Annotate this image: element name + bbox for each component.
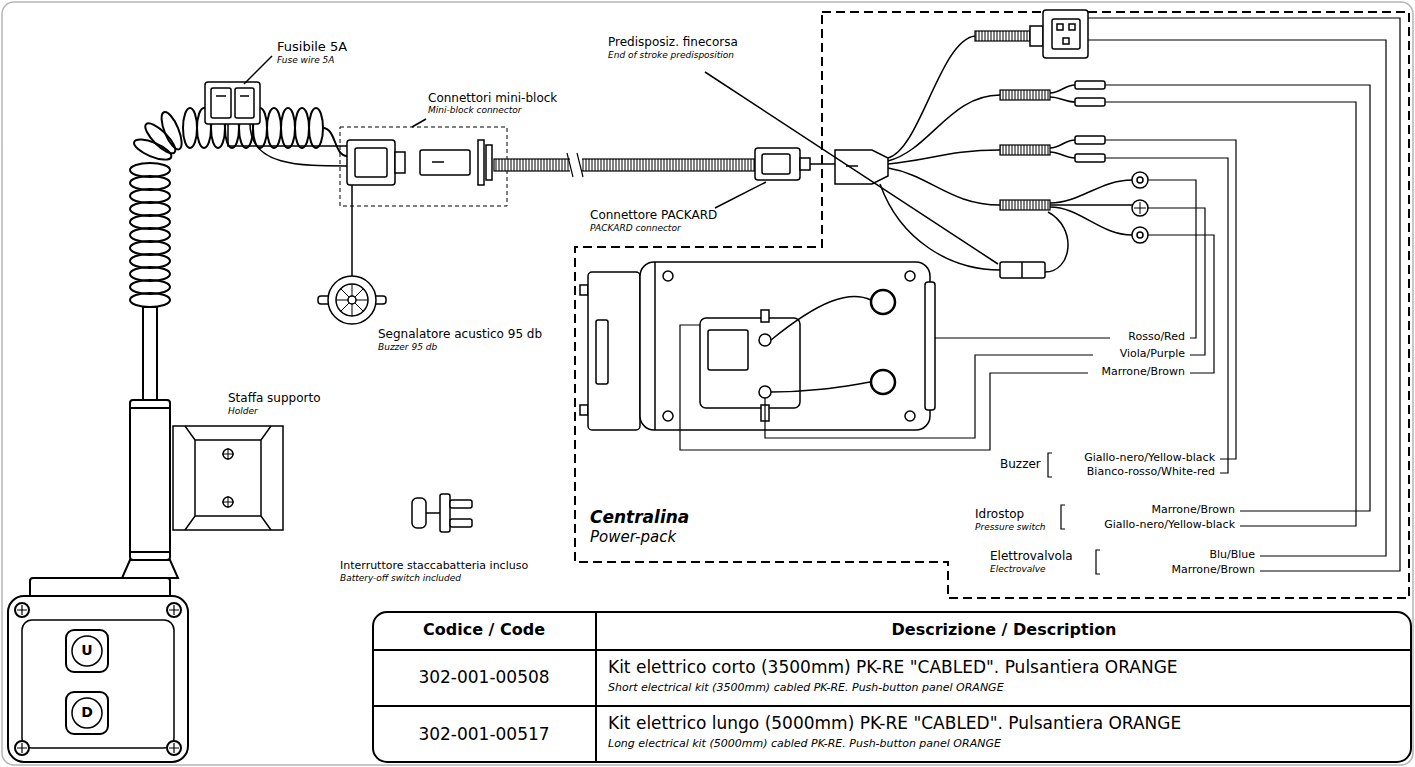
part-label: Fusibile 5A [277,40,347,54]
packard-connector [715,148,888,208]
part-label: Interruttore staccabatteria incluso [340,560,528,572]
wire-color-label: Giallo-nero/Yellow-black [1084,452,1215,464]
wire-color-label: Marrone/Brown [1151,504,1235,516]
part-label-en: Holder [228,407,258,417]
power-pack-region [575,12,1409,598]
group-title-en: Power-pack [590,529,676,546]
part-label-en: PACKARD connector [590,224,681,234]
holder-bracket [173,426,283,530]
wire-color-label: Viola/Purple [1120,348,1185,360]
part-label-en: Mini-block connector [428,106,522,116]
wire-color-label: Marrone/Brown [1101,366,1185,378]
main-cable [494,153,755,177]
part-label-en: Battery-off switch included [340,574,461,584]
wire-color-label: Giallo-nero/Yellow-black [1104,519,1235,531]
part-label-en: Buzzer 95 db [378,343,437,353]
part-label: Staffa supporto [228,392,321,405]
part-label: Connettore PACKARD [590,209,717,222]
part-label-en: End of stroke predisposition [608,51,734,61]
wire-color-label: Bianco-rosso/White-red [1087,466,1215,478]
wire-harness [705,36,1132,272]
wire-leaders [1048,18,1400,574]
group-title: Centralina [590,508,689,527]
table-header: Descrizione / Description [891,621,1116,639]
group-label: Elettrovalvola [990,550,1073,563]
table-cell: Kit elettrico corto (3500mm) PK-RE "CABL… [608,658,1178,677]
mini-block-connector [347,119,492,185]
part-label: Segnalatore acustico 95 db [378,328,542,341]
battery-switch [412,494,472,532]
button-label: U [81,643,92,658]
wire-color-label: Rosso/Red [1128,331,1185,343]
code-table [373,612,1411,762]
table-cell: Kit elettrico lungo (5000mm) PK-RE "CABL… [608,714,1181,733]
mini-block-region [340,127,507,206]
table-cell: Long electrical kit (5000mm) cabled PK-R… [608,738,1001,750]
fuse-holder [205,56,347,166]
group-label-en: Pressure switch [975,523,1046,533]
table-cell: 302-001-00508 [418,668,549,687]
pendant-control [8,108,347,762]
wire-sleeves [975,31,1050,210]
wire-color-label: Marrone/Brown [1171,564,1255,576]
power-pack-wires [680,325,1110,450]
button-label: D [81,705,93,720]
table-header: Codice / Code [423,621,545,639]
wire-color-label: Blu/Blue [1209,549,1255,561]
part-label: Predisposiz. finecorsa [608,36,738,49]
part-label-en: Fuse wire 5A [277,56,334,66]
buzzer-symbol [318,185,386,324]
part-label: Connettori mini-block [428,92,557,105]
table-cell: 302-001-00517 [418,725,549,744]
power-pack [580,262,935,430]
terminals [1000,10,1148,278]
group-label: Buzzer [1000,458,1041,471]
group-label-en: Electrovalve [990,565,1046,575]
group-label: Idrostop [975,508,1024,521]
table-cell: Short electrical kit (3500mm) cabled PK-… [608,682,1004,694]
